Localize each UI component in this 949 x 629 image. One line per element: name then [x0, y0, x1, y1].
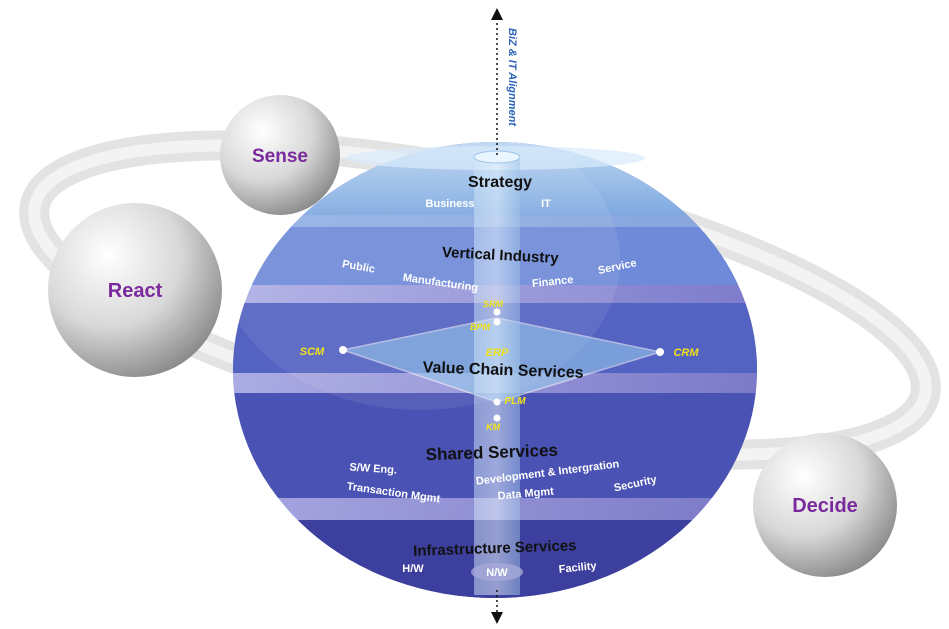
decide-node: Decide	[753, 433, 897, 577]
node-erp: ERP	[486, 347, 509, 359]
node-bpm: BPM	[470, 322, 491, 332]
node-srm: SRM	[483, 299, 504, 309]
axis-label: BiZ & IT Alignment	[506, 28, 518, 127]
shared-item-data: Data Mgmt	[497, 486, 554, 503]
infra-item-facility: Facility	[558, 560, 598, 576]
strategy-item-it: IT	[541, 198, 551, 210]
shared-item-sw-eng: S/W Eng.	[349, 461, 397, 476]
infrastructure-title: Infrastructure Services	[413, 537, 577, 560]
vertical-item-public: Public	[341, 258, 376, 276]
vertical-item-finance: Finance	[531, 274, 574, 290]
node-scm: SCM	[300, 346, 325, 358]
react-node: React	[48, 203, 222, 377]
node-plm: PLM	[504, 396, 526, 407]
sense-label: Sense	[252, 146, 308, 167]
infra-item-nw: N/W	[486, 567, 508, 579]
node-crm: CRM	[673, 347, 699, 359]
sense-node: Sense	[220, 95, 340, 215]
shared-title: Shared Services	[425, 441, 558, 465]
value-chain-title: Value Chain Services	[422, 359, 584, 382]
infra-item-hw: H/W	[402, 563, 424, 575]
node-km: KM	[486, 422, 500, 432]
value-chain-node-dots	[339, 308, 664, 422]
strategy-item-business: Business	[426, 198, 475, 210]
react-label: React	[108, 280, 163, 302]
decide-label: Decide	[792, 495, 858, 517]
vertical-title: Vertical Industry	[442, 244, 560, 267]
strategy-title: Strategy	[468, 174, 532, 191]
alignment-axis: BiZ & IT Alignment	[473, 8, 521, 624]
